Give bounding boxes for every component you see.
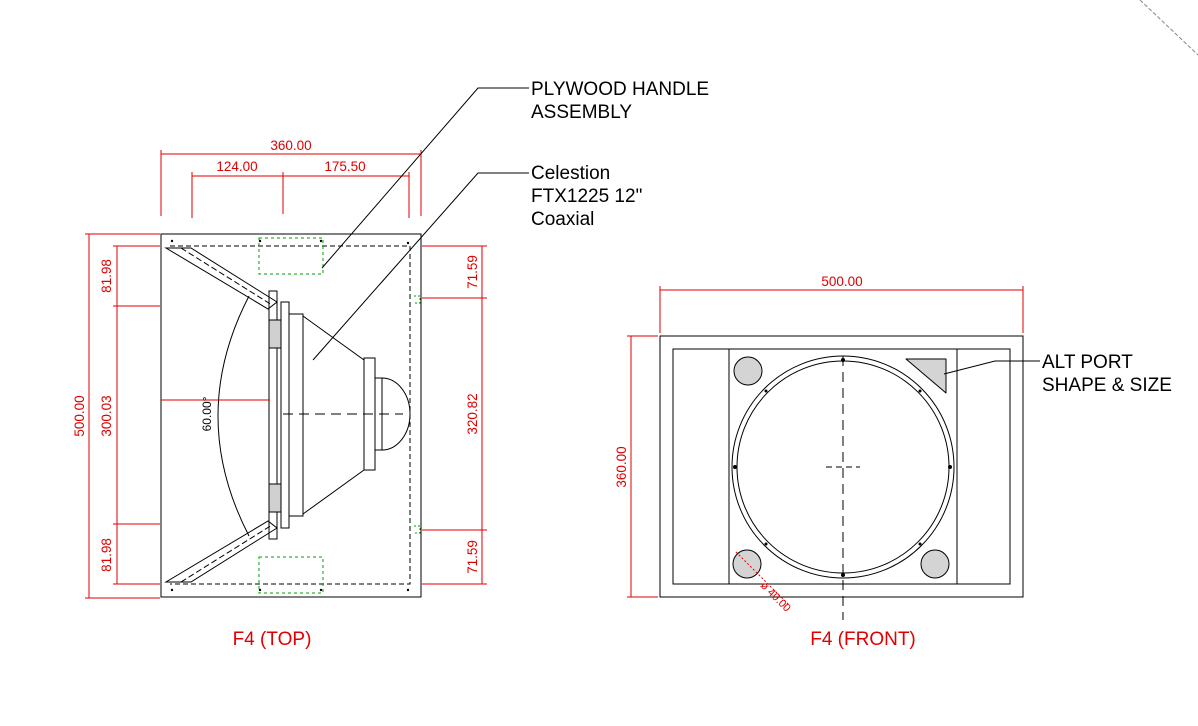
corner-construction-line — [1139, 0, 1198, 56]
port-diameter-leader — [735, 551, 791, 607]
corner-marks — [170, 239, 410, 592]
left-bottom-port — [732, 549, 762, 579]
dim-right-top: 71.59 — [465, 255, 480, 289]
right-bottom-port — [920, 549, 950, 579]
right-wall-tab-bottom — [414, 525, 421, 534]
dim-angle: 60.00° — [200, 396, 214, 431]
alt-port-label-line2: SHAPE & SIZE — [1042, 375, 1172, 396]
top-view-cabinet-outline — [160, 233, 422, 598]
driver-mount-block-top — [268, 319, 282, 349]
left-top-port — [733, 356, 763, 386]
front-view-dimensions — [627, 286, 1024, 607]
driver-mount-board — [268, 290, 278, 540]
baffle-top-dash — [180, 247, 273, 306]
dim-overall-depth: 500.00 — [72, 395, 87, 436]
driver-cone — [302, 315, 365, 515]
alt-port-leader — [943, 360, 1040, 375]
top-view-caption: F4 (TOP) — [233, 629, 312, 650]
front-view-caption: F4 (FRONT) — [810, 629, 916, 650]
baffle-bottom-dash — [180, 524, 273, 583]
top-view-dimension-labels: 360.00 124.00 175.50 500.00 81.98 300.03… — [72, 138, 480, 574]
top-view-leaders — [312, 87, 529, 361]
top-view-dimensions — [85, 150, 487, 599]
top-view — [160, 233, 422, 598]
driver-leader — [312, 172, 529, 361]
driver-dome — [381, 377, 411, 451]
front-view — [659, 335, 1024, 620]
dim-right-width: 175.50 — [324, 159, 365, 174]
dim-front-height: 360.00 — [614, 446, 629, 487]
driver-label-line2: FTX1225 12" — [531, 186, 642, 207]
dim-front-width: 500.00 — [821, 274, 862, 289]
top-handle-cutout — [258, 237, 324, 275]
dim-left-mid: 300.03 — [99, 395, 114, 436]
driver-front-plate — [280, 301, 290, 529]
driver-label-line3: Coaxial — [531, 209, 594, 230]
dim-left-bottom: 81.98 — [99, 538, 114, 572]
baffle-bottom — [164, 520, 278, 583]
baffle-top — [164, 247, 278, 310]
right-wall-tab-top — [414, 295, 421, 304]
dispersion-arc — [217, 295, 250, 537]
driver-label-line1: Celestion — [531, 163, 610, 184]
dim-left-width: 124.00 — [216, 159, 257, 174]
dim-overall-width: 360.00 — [270, 138, 311, 153]
driver-mount-holes — [733, 358, 952, 577]
driver-basket-rim — [288, 313, 304, 517]
handle-label-line1: PLYWOOD HANDLE — [531, 79, 709, 100]
front-view-cabinet-outline — [659, 335, 1024, 598]
bottom-handle-cutout — [258, 556, 324, 594]
handle-leader — [321, 87, 529, 269]
dim-right-mid: 320.82 — [465, 393, 480, 434]
alt-port-triangle — [905, 358, 947, 394]
dim-left-top: 81.98 — [99, 259, 114, 293]
alt-port-label-line1: ALT PORT — [1042, 352, 1133, 373]
driver-mount-block-bottom — [268, 483, 282, 513]
dim-right-bottom: 71.59 — [465, 540, 480, 574]
handle-label-line2: ASSEMBLY — [531, 102, 632, 123]
